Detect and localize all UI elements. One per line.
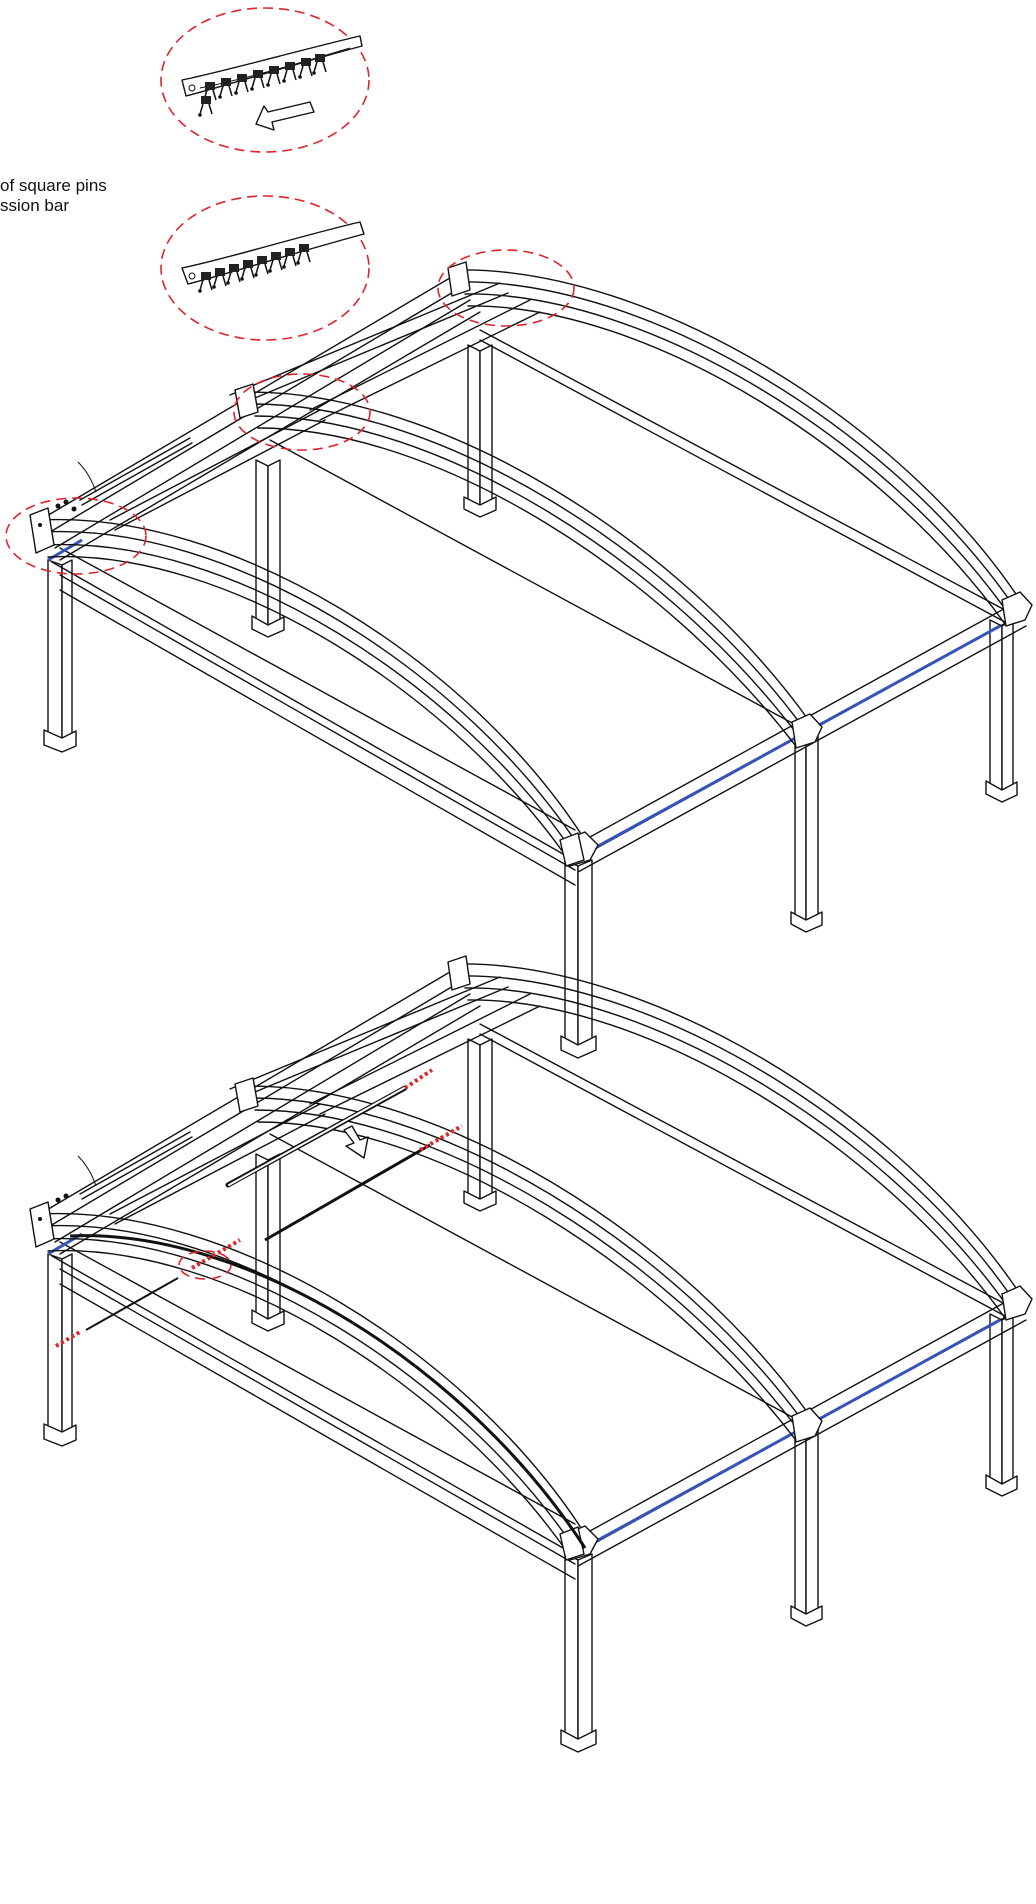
hollow-arrow-down-icon xyxy=(343,1125,369,1159)
rail-rods xyxy=(54,1124,463,1348)
highlight-circle-front-joint xyxy=(5,497,147,575)
detail-callout-pins-sliding xyxy=(160,7,370,153)
highlight-circle xyxy=(160,7,370,153)
gazebo-frame-step-1 xyxy=(5,249,1034,1060)
highlight-circle-back-joint xyxy=(437,249,575,327)
hollow-arrow-left-icon xyxy=(255,101,315,131)
highlight-circle-middle-joint xyxy=(233,373,371,451)
screws xyxy=(55,1193,69,1203)
highlight-circle-rod-joint xyxy=(178,1250,232,1280)
detail-callout-pins-seated xyxy=(160,195,370,341)
compression-bar-detail xyxy=(181,221,365,294)
installed-compression-bar xyxy=(69,1234,587,1549)
callout-label-line-2: ssion bar xyxy=(0,196,69,215)
highlight-circle xyxy=(160,195,370,341)
compression-bar-detail xyxy=(181,35,363,118)
callout-label-line-1: of square pins xyxy=(0,176,107,195)
gazebo-frame-step-2 xyxy=(28,954,1034,1754)
callout-label: of square pins ssion bar xyxy=(0,176,107,216)
compression-bar-rod xyxy=(225,1068,434,1188)
screws xyxy=(55,499,77,512)
